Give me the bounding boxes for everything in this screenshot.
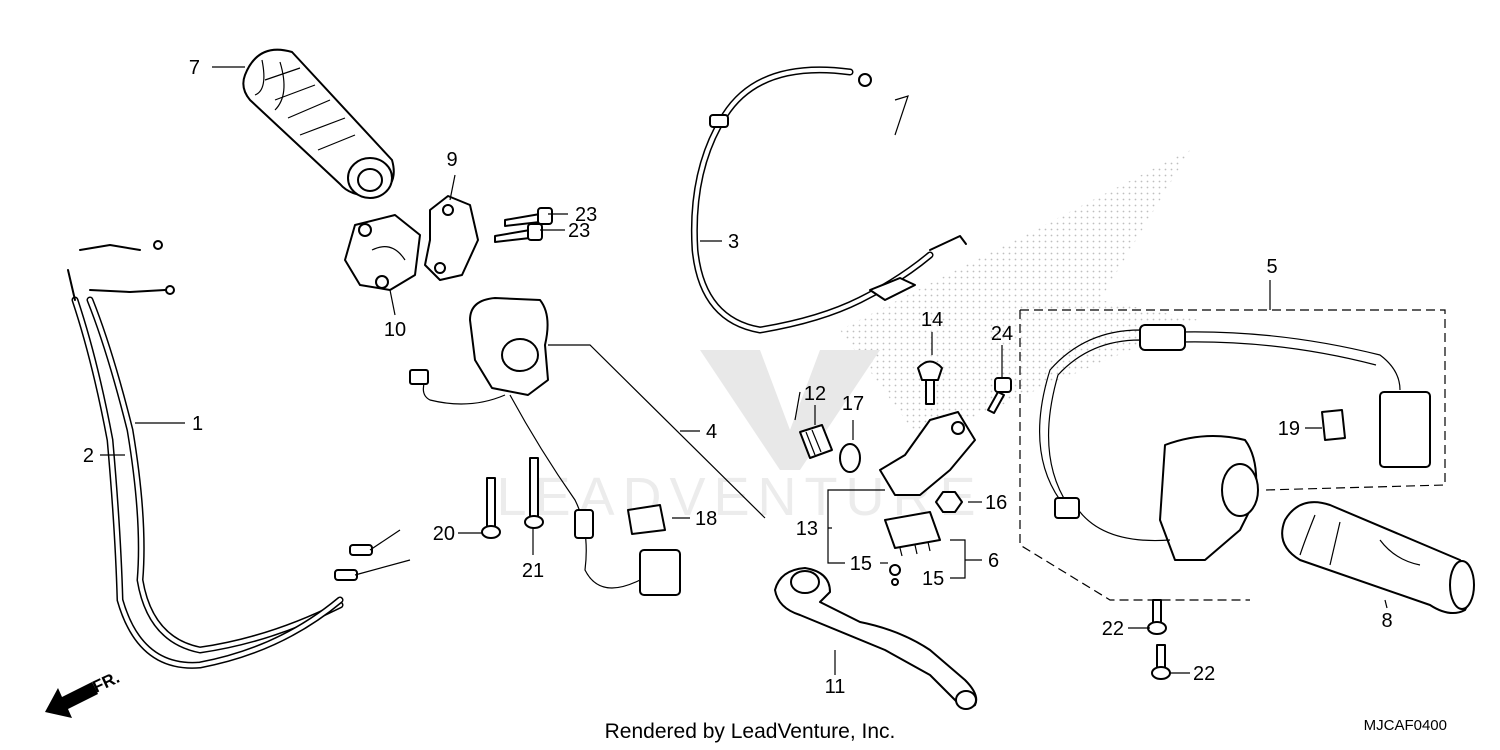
watermark-logo	[700, 350, 880, 470]
callout-11[interactable]: 11	[825, 676, 846, 698]
part-16-nut[interactable]	[935, 491, 963, 513]
callout-15-right[interactable]: 15	[922, 568, 944, 590]
part-22-screw-lower[interactable]	[1151, 644, 1171, 680]
callout-14[interactable]: 14	[921, 309, 943, 331]
part-6-clutch-switch[interactable]	[884, 511, 941, 557]
callout-15-left[interactable]: 15	[850, 553, 872, 575]
callout-16[interactable]: 16	[985, 492, 1007, 514]
part-23-bolt-upper[interactable]	[504, 207, 553, 227]
callout-7[interactable]: 7	[189, 57, 200, 79]
callout-3[interactable]: 3	[728, 231, 739, 253]
part-13-lever-bracket[interactable]	[879, 411, 976, 496]
part-19-connector-clip[interactable]	[1321, 409, 1346, 441]
part-14-pivot-bolt[interactable]	[917, 360, 943, 405]
diagram-code: MJCAF0400	[1364, 717, 1447, 734]
callout-24[interactable]: 24	[991, 323, 1013, 345]
callout-6[interactable]: 6	[988, 550, 999, 572]
footer-credit: Rendered by LeadVenture, Inc.	[605, 720, 896, 743]
part-17-spring[interactable]	[839, 443, 861, 473]
callout-1[interactable]: 1	[192, 413, 203, 435]
callout-21[interactable]: 21	[522, 560, 544, 582]
callout-18[interactable]: 18	[695, 508, 717, 530]
part-8-grip-right[interactable]	[1281, 501, 1475, 615]
part-2-throttle-cable-b[interactable]	[67, 269, 344, 669]
part-18-connector-clip[interactable]	[627, 504, 666, 535]
callout-10[interactable]: 10	[384, 319, 406, 341]
callout-20[interactable]: 20	[433, 523, 455, 545]
part-5-right-handlebar-switch[interactable]	[1038, 324, 1431, 561]
callout-13[interactable]: 13	[796, 518, 818, 540]
callout-23-upper[interactable]: 23	[575, 204, 597, 226]
callout-2[interactable]: 2	[83, 445, 94, 467]
part-23-bolt-lower[interactable]	[494, 223, 543, 243]
part-10-throttle-housing-lower[interactable]	[344, 214, 421, 291]
front-direction-indicator: FR.	[45, 668, 123, 718]
callout-5[interactable]: 5	[1266, 256, 1277, 278]
part-20-screw[interactable]	[481, 477, 501, 539]
callout-22-lower[interactable]: 22	[1193, 663, 1215, 685]
cable-ends-lower	[334, 529, 411, 581]
callout-12[interactable]: 12	[804, 383, 826, 405]
part-11-clutch-lever[interactable]	[774, 567, 978, 710]
part-22-screw-upper[interactable]	[1147, 599, 1167, 635]
part-9-throttle-housing-upper[interactable]	[424, 195, 479, 281]
part-12-adjuster[interactable]	[799, 424, 833, 459]
callouts: 7 9 23 23 10 1 2 3 4 5 6 8 11 12 13 14 1…	[83, 57, 1393, 698]
part-15-screw[interactable]	[889, 564, 901, 586]
part-5-dashed-group	[1019, 309, 1446, 601]
callout-8[interactable]: 8	[1381, 610, 1392, 632]
callout-19[interactable]: 19	[1278, 418, 1300, 440]
leader-lines	[100, 66, 1388, 675]
part-21-screw[interactable]	[524, 457, 544, 529]
callout-17[interactable]: 17	[842, 393, 864, 415]
part-24-bolt[interactable]	[987, 377, 1012, 414]
part-3-clutch-cable[interactable]	[690, 66, 967, 334]
callout-23-lower[interactable]: 23	[568, 220, 590, 242]
front-arrow-icon	[45, 682, 98, 718]
part-4-left-handlebar-switch[interactable]	[409, 297, 681, 596]
part-7-grip-left[interactable]	[242, 48, 395, 199]
part-1-throttle-cable-a[interactable]	[79, 240, 344, 654]
callout-4[interactable]: 4	[706, 421, 717, 443]
callout-9[interactable]: 9	[446, 149, 457, 171]
callout-22-upper[interactable]: 22	[1102, 618, 1124, 640]
